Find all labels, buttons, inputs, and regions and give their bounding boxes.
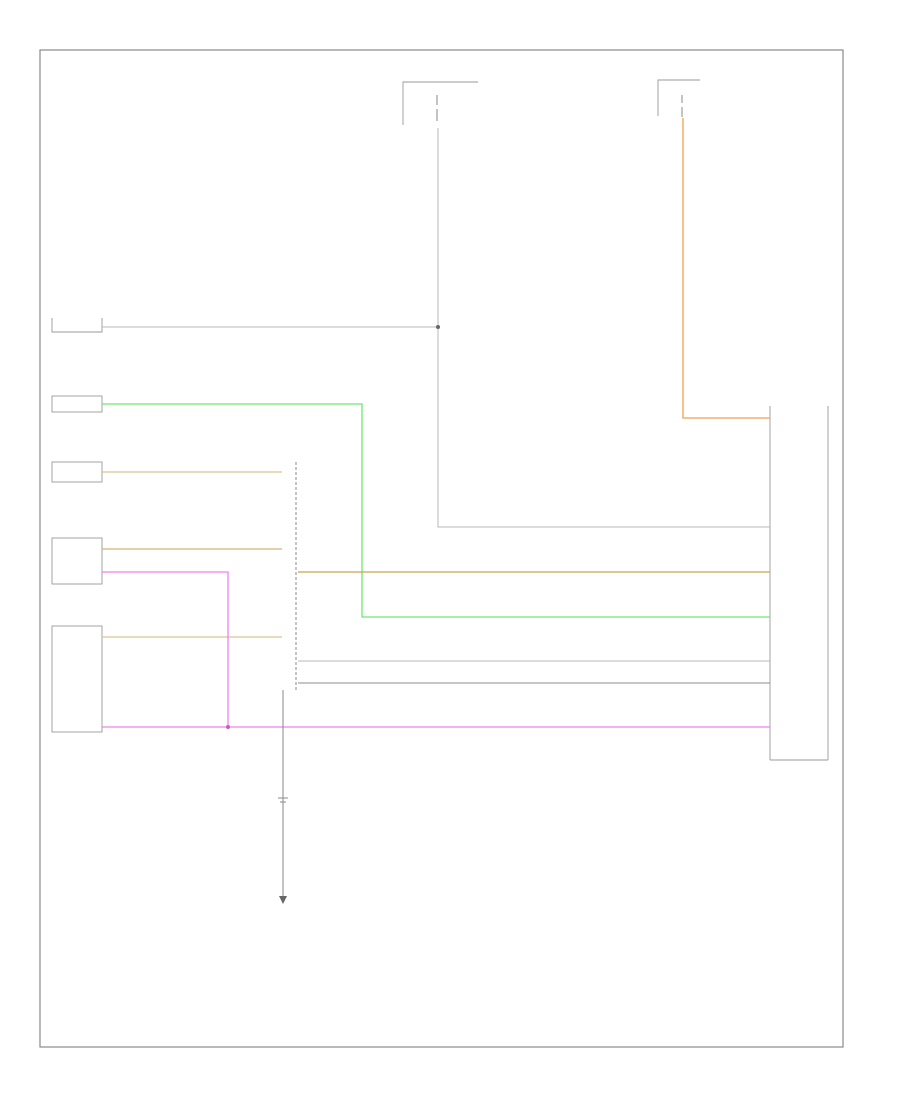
- wire-orange: [682, 118, 770, 419]
- wire-fused-power: [437, 128, 770, 528]
- fuse-block-bracket: [402, 81, 478, 125]
- component-2: [51, 395, 103, 413]
- component-1: [51, 318, 103, 333]
- data-link-connector: [769, 406, 829, 761]
- top-right-fuse-block: [657, 79, 700, 117]
- top-center-fuse-block: [402, 81, 478, 125]
- wire-pink-vertical: [102, 571, 229, 727]
- diagram-frame: [39, 49, 844, 1048]
- splice-dot: [436, 325, 440, 329]
- ground-connector: [278, 797, 288, 803]
- pink-splice-dot: [226, 725, 230, 729]
- ground-arrow: [279, 896, 287, 904]
- wire-green: [102, 403, 770, 618]
- wires: [102, 118, 770, 904]
- component-4: [51, 537, 103, 585]
- fuse-block-bracket-right: [657, 79, 700, 116]
- component-3: [51, 461, 103, 483]
- component-5: [51, 625, 103, 733]
